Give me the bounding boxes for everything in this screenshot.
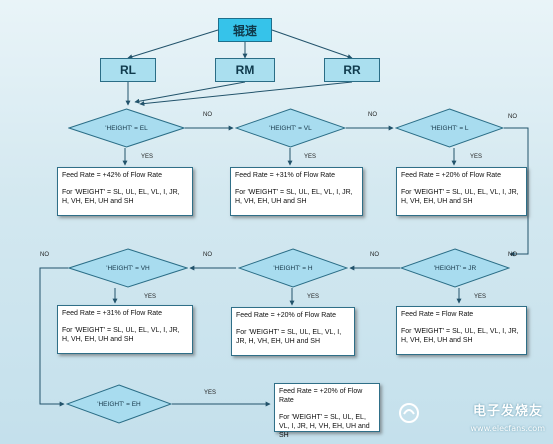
roll-rr-label: RR <box>343 63 361 77</box>
elecfans-logo-icon <box>399 403 419 423</box>
result-rule: For 'WEIGHT' = SL, UL, EL, VL, I, JR, H,… <box>62 327 180 343</box>
decision-height-h: 'HEIGHT' = H <box>238 248 348 288</box>
decision-height-jr-label: 'HEIGHT' = JR <box>433 264 477 272</box>
decision-height-l: 'HEIGHT' = L <box>395 108 504 148</box>
edge-label-yes: YES <box>470 154 483 160</box>
roll-rr-node: RR <box>324 58 380 82</box>
result-rule: For 'WEIGHT' = SL, UL, EL, VL, I, JR, H,… <box>235 189 353 205</box>
decision-height-eh: 'HEIGHT' = EH <box>66 384 172 424</box>
decision-height-el: 'HEIGHT' = EL <box>68 108 185 148</box>
edge-label-no: NO <box>508 114 517 120</box>
edge-label-no: NO <box>370 252 379 258</box>
edge-label-yes: YES <box>474 294 487 300</box>
result-rule: For 'WEIGHT' = SL, UL, EL, VL, I, JR, H,… <box>62 189 180 205</box>
result-rule: For 'WEIGHT' = SL, UL, EL, VL, I, JR, H,… <box>236 329 342 345</box>
result-box-vl: Feed Rate = +31% of Flow Rate For 'WEIGH… <box>230 167 363 216</box>
result-rate: Feed Rate = +20% of Flow Rate <box>401 172 501 179</box>
decision-height-el-label: 'HEIGHT' = EL <box>105 124 148 132</box>
edge-label-no: NO <box>368 112 377 118</box>
result-rule: For 'WEIGHT' = SL, UL, EL, VL, I, JR, H,… <box>401 189 519 205</box>
watermark-url: www.elecfans.com <box>470 424 546 433</box>
edge-label-no: NO <box>203 112 212 118</box>
edge-label-no: NO <box>40 252 49 258</box>
result-rule: For 'WEIGHT' = SL, UL, EL, VL, I, JR, H,… <box>279 414 370 439</box>
watermark-name: 电子发烧友 <box>472 403 543 418</box>
result-rate: Feed Rate = +31% of Flow Rate <box>235 172 335 179</box>
result-box-vh: Feed Rate = +31% of Flow Rate For 'WEIGH… <box>57 305 193 354</box>
result-rate: Feed Rate = +31% of Flow Rate <box>62 310 162 317</box>
edge-label-no: NO <box>203 252 212 258</box>
edge-label-yes: YES <box>141 154 154 160</box>
result-rate: Feed Rate = +20% of Flow Rate <box>236 312 336 319</box>
roll-rl-label: RL <box>120 63 136 77</box>
result-box-eh: Feed Rate = +20% of Flow Rate For 'WEIGH… <box>274 383 380 439</box>
result-box-h: Feed Rate = +20% of Flow Rate For 'WEIGH… <box>231 307 355 356</box>
decision-height-vh: 'HEIGHT' = VH <box>68 248 188 288</box>
result-box-jr: Feed Rate = Flow Rate For 'WEIGHT' = SL,… <box>396 306 527 355</box>
decision-height-h-label: 'HEIGHT' = H <box>273 264 313 272</box>
decision-height-jr: 'HEIGHT' = JR <box>400 248 510 288</box>
result-box-l: Feed Rate = +20% of Flow Rate For 'WEIGH… <box>396 167 527 216</box>
decision-height-vl-label: 'HEIGHT' = VL <box>269 124 312 132</box>
edge-label-yes: YES <box>144 294 157 300</box>
result-rate: Feed Rate = +42% of Flow Rate <box>62 172 162 179</box>
roll-rl-node: RL <box>100 58 156 82</box>
edge-label-yes: YES <box>204 390 217 396</box>
edge-label-no: NO <box>508 252 517 258</box>
roll-rm-label: RM <box>235 63 255 77</box>
decision-height-vh-label: 'HEIGHT' = VH <box>106 264 150 272</box>
result-rate: Feed Rate = +20% of Flow Rate <box>279 388 363 404</box>
roll-speed-root-node: 辊速 <box>218 18 272 42</box>
decision-height-l-label: 'HEIGHT' = L <box>430 124 469 132</box>
edge-label-yes: YES <box>307 294 320 300</box>
decision-height-vl: 'HEIGHT' = VL <box>235 108 346 148</box>
edge-label-yes: YES <box>304 154 317 160</box>
root-label: 辊速 <box>232 23 257 38</box>
result-rate: Feed Rate = Flow Rate <box>401 311 474 318</box>
result-box-el: Feed Rate = +42% of Flow Rate For 'WEIGH… <box>57 167 193 216</box>
roll-rm-node: RM <box>215 58 275 82</box>
decision-height-eh-label: 'HEIGHT' = EH <box>97 400 141 408</box>
result-rule: For 'WEIGHT' = SL, UL, EL, VL, I, JR, H,… <box>401 328 519 344</box>
